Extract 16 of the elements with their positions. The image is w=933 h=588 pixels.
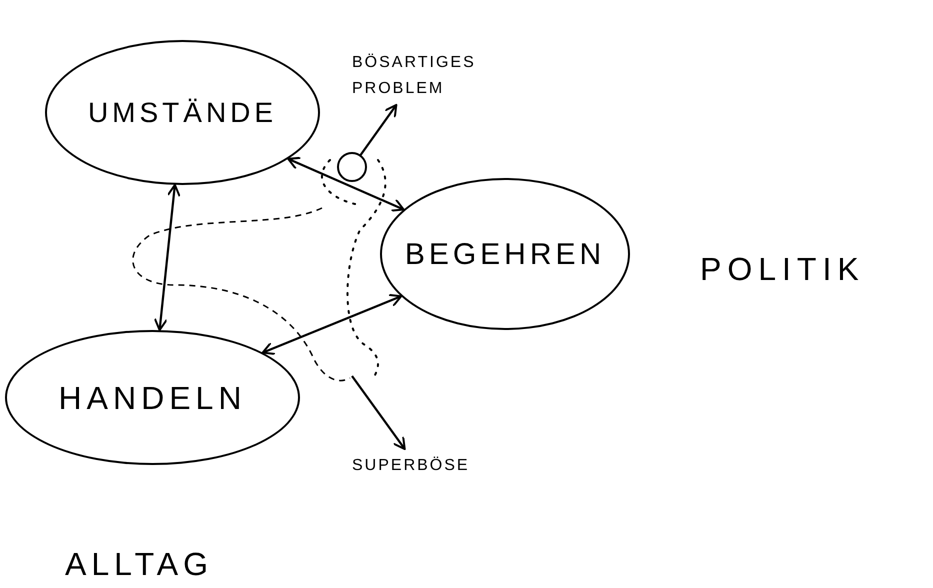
node-text: UMSTÄNDE <box>88 96 278 130</box>
node-text: HANDELN <box>58 378 246 418</box>
area-label: POLITIK <box>700 250 865 289</box>
node-text: BÖSARTIGES PROBLEM <box>352 52 477 99</box>
double-arrow <box>262 294 402 356</box>
arrow <box>359 104 398 156</box>
double-arrow <box>287 156 405 212</box>
node-text: BEGEHREN <box>404 236 606 272</box>
area-label: ALLTAG <box>65 545 213 584</box>
ellipse-node <box>5 330 300 465</box>
arrow <box>351 375 406 450</box>
small-circle <box>337 152 367 182</box>
ellipse-node <box>380 178 630 330</box>
double-arrow <box>154 184 181 332</box>
node-text: SUPERBÖSE <box>352 456 470 476</box>
ellipse-node <box>45 40 320 185</box>
